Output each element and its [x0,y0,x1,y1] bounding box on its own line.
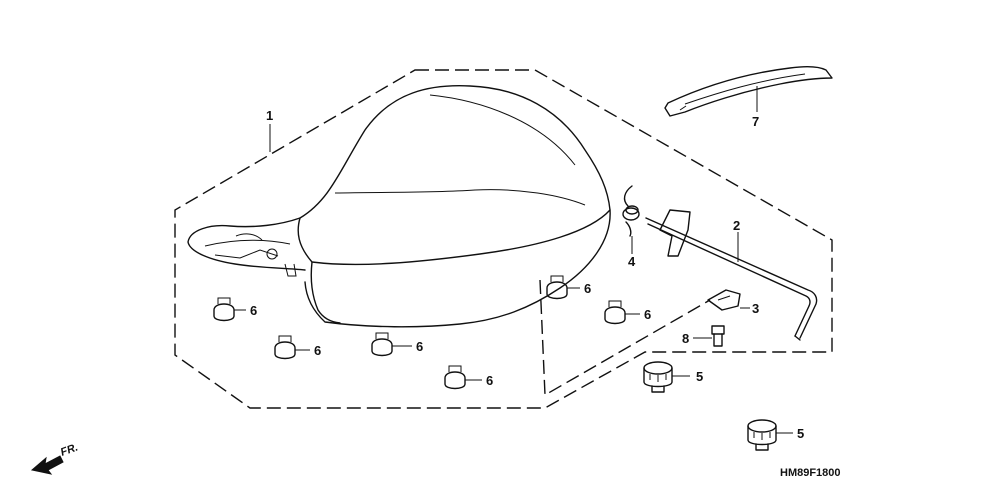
assembly-boundary [174,69,833,409]
callout-6-e: 6 [584,281,591,296]
callout-2: 2 [733,218,740,233]
cushion-rubber [643,361,673,393]
grommet [546,275,568,300]
seat-lock-rod [645,209,818,341]
cushion-rubber [747,419,777,451]
callout-8: 8 [682,331,689,346]
leader-lines [234,86,793,434]
callout-6-a: 6 [250,303,257,318]
grommet [444,365,466,390]
callout-5-lower: 5 [797,426,804,441]
grommet-set [213,275,626,390]
grommet [371,332,393,357]
callouts: 1 7 2 4 3 8 5 5 6 6 6 6 6 6 [250,108,804,441]
callout-1: 1 [266,108,273,123]
diagram-code: HM89F1800 [780,467,841,479]
callout-6-d: 6 [486,373,493,388]
callout-3: 3 [752,301,759,316]
bolt [711,325,725,347]
front-label: FR. [59,441,80,458]
grommet [213,297,235,322]
clip [707,289,741,311]
front-arrow-icon [30,455,64,475]
grommet [274,335,296,360]
callout-7: 7 [752,114,759,129]
callout-6-c: 6 [416,339,423,354]
cushion-rubber-set [643,361,777,451]
callout-5-upper: 5 [696,369,703,384]
grommet [604,300,626,325]
callout-6-b: 6 [314,343,321,358]
callout-4: 4 [628,254,636,269]
seat-assembly [187,85,611,328]
callout-6-f: 6 [644,307,651,322]
seat-strap [664,65,833,117]
spring [622,185,640,237]
front-direction-indicator: FR. [30,441,80,475]
